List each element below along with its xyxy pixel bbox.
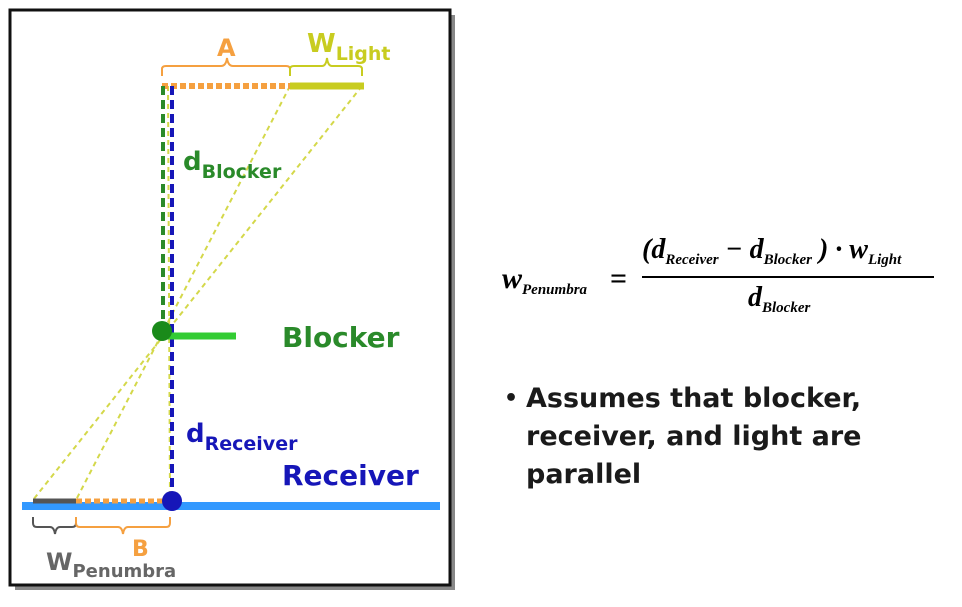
wlight-brace <box>289 57 363 76</box>
label-dreceiver: dReceiver <box>186 419 298 455</box>
label-b: B <box>132 537 149 562</box>
a-brace <box>161 57 291 76</box>
formula-lhs-var: w <box>502 262 523 295</box>
blocker-point <box>152 321 172 341</box>
label-a: A <box>217 34 236 62</box>
wpenumbra-brace <box>32 517 77 535</box>
formula-num-close: ) · w <box>811 234 868 265</box>
formula-den-var: d <box>748 282 762 313</box>
receiver-point <box>162 491 182 511</box>
diagram-frame <box>8 8 452 587</box>
label-receiver: Receiver <box>282 459 419 492</box>
projection-line <box>167 85 171 501</box>
label-wpenumbra: WPenumbra <box>46 548 176 582</box>
bullet-dot-icon: • <box>504 386 519 411</box>
label-wpenumbra-main: W <box>46 548 72 576</box>
label-dblocker: dBlocker <box>183 147 282 183</box>
label-wlight-sub: Light <box>336 43 391 65</box>
penumbra-formula: wPenumbra = (dReceiver − dBlocker ) · wL… <box>502 226 942 326</box>
formula-num-sub1: Receiver <box>665 252 719 268</box>
formula-lhs: wPenumbra <box>502 262 587 299</box>
label-wlight: WLight <box>307 29 391 65</box>
bullet-text: Assumes that blocker, receiver, and ligh… <box>526 383 862 490</box>
formula-den-sub: Blocker <box>762 300 811 316</box>
formula-fraction-bar <box>642 276 934 278</box>
formula-num-sub2: Blocker <box>763 252 812 268</box>
formula-denominator: dBlocker <box>748 282 810 317</box>
projection-line <box>75 85 291 501</box>
b-brace <box>75 517 171 535</box>
label-wlight-main: W <box>307 29 336 59</box>
formula-num-minus: − d <box>718 234 764 265</box>
projection-line <box>32 85 363 501</box>
label-wpenumbra-sub: Penumbra <box>72 561 176 582</box>
formula-num-sub3: Light <box>867 252 902 268</box>
label-dblocker-sub: Blocker <box>202 161 282 183</box>
label-dblocker-main: d <box>183 147 202 177</box>
projection-lines <box>32 85 363 501</box>
formula-num-open: (d <box>642 234 666 265</box>
label-dreceiver-main: d <box>186 419 205 449</box>
formula-lhs-sub: Penumbra <box>522 282 588 298</box>
formula-equals: = <box>610 262 628 295</box>
label-blocker: Blocker <box>282 321 400 354</box>
label-dreceiver-sub: Receiver <box>205 433 298 455</box>
formula-numerator: (dReceiver − dBlocker ) · wLight <box>642 234 901 269</box>
